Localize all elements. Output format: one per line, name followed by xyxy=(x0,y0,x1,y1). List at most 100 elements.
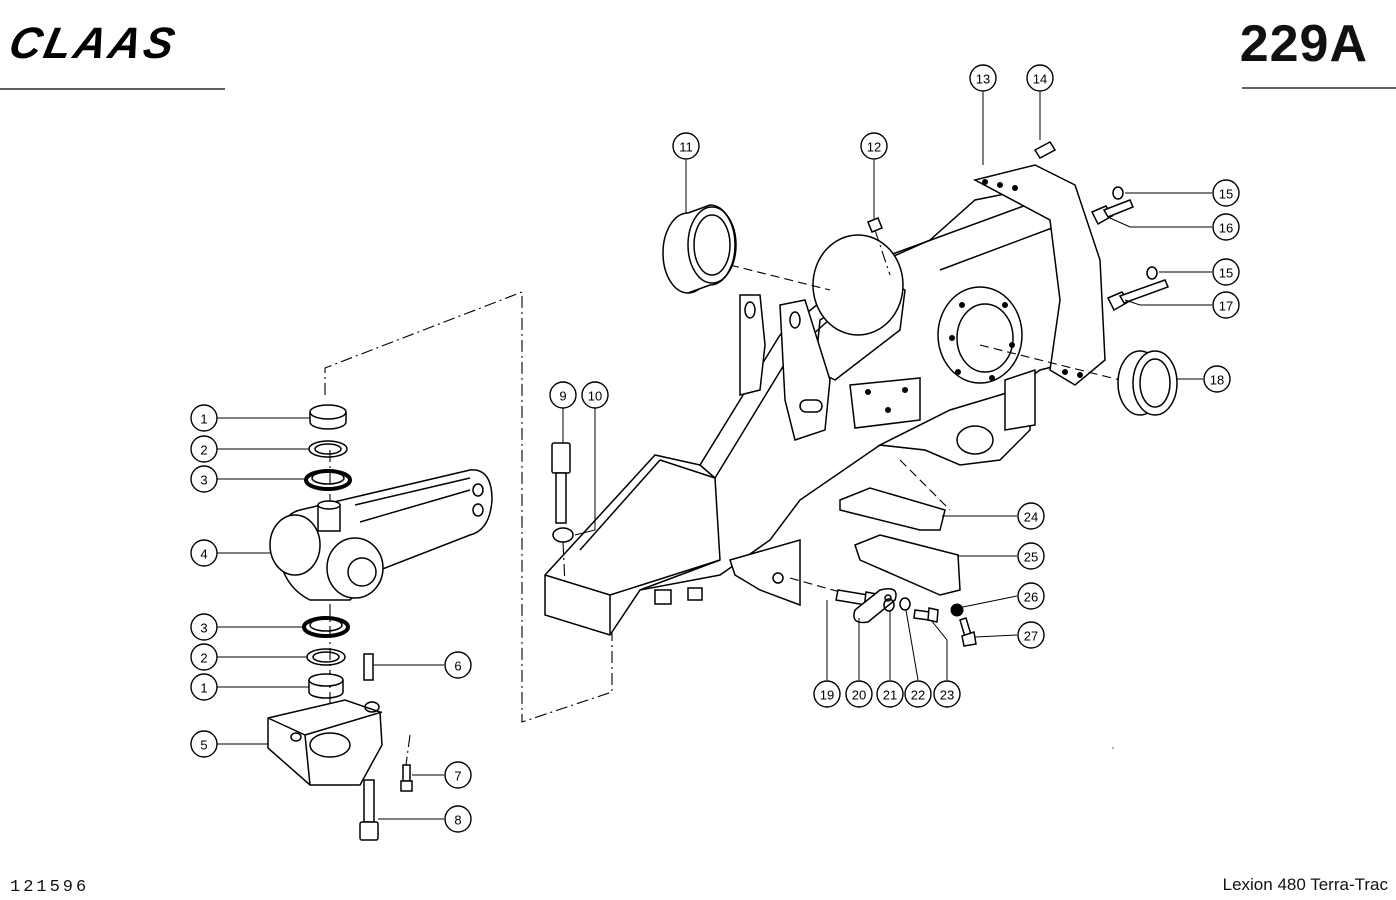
callout-22: 22 xyxy=(904,680,932,708)
callout-number: 13 xyxy=(976,72,990,87)
assembly-guide-line xyxy=(324,291,613,723)
leader-lines xyxy=(217,92,1212,820)
callout-number: 27 xyxy=(1024,629,1038,644)
callout-23: 23 xyxy=(933,680,961,708)
callout-number: 1 xyxy=(200,412,207,427)
callout-number: 17 xyxy=(1219,299,1233,314)
callout-14: 14 xyxy=(1026,64,1054,92)
callout-number: 11 xyxy=(679,140,693,155)
nut-part xyxy=(950,603,964,617)
drawing-code: 121596 xyxy=(10,878,90,897)
hex-bolt-long-part xyxy=(1106,279,1170,312)
seal-ring-lower-part xyxy=(302,616,350,638)
callout-number: 18 xyxy=(1210,373,1224,388)
swivel-knuckle-part xyxy=(269,469,493,601)
callout-16: 16 xyxy=(1212,213,1240,241)
callout-number: 1 xyxy=(200,681,207,696)
callout-number: 3 xyxy=(200,473,207,488)
seal-ring-part xyxy=(304,469,352,491)
callout-26: 26 xyxy=(1017,582,1045,610)
callout-number: 15 xyxy=(1219,266,1233,281)
bearing-ring-part xyxy=(1117,350,1178,416)
callout-13: 13 xyxy=(969,64,997,92)
callout-number: 24 xyxy=(1024,510,1038,525)
guide-line-frame-bolt xyxy=(562,541,566,586)
callout-9: 9 xyxy=(549,381,577,409)
callout-number: 7 xyxy=(454,769,461,784)
grease-nipple-part xyxy=(867,217,891,276)
callout-17: 17 xyxy=(1212,291,1240,319)
small-screw-part xyxy=(913,607,939,623)
callout-number: 9 xyxy=(559,389,566,404)
callout-number: 15 xyxy=(1219,187,1233,202)
frame-bolt-part xyxy=(551,442,571,524)
callout-5: 5 xyxy=(190,730,218,758)
callout-15: 15 xyxy=(1212,258,1240,286)
frame-washer-part xyxy=(552,527,574,543)
callout-number: 12 xyxy=(867,140,881,155)
callout-number: 14 xyxy=(1033,72,1047,87)
callout-6: 6 xyxy=(444,651,472,679)
guide-line-bush xyxy=(729,264,831,291)
lock-plate-part xyxy=(853,588,897,624)
cap-screw-small-part xyxy=(400,764,413,792)
callout-2: 2 xyxy=(190,643,218,671)
callout-4: 4 xyxy=(190,539,218,567)
thrust-washer-lower-part xyxy=(306,648,346,666)
callout-number: 5 xyxy=(200,738,207,753)
axle-frame-part xyxy=(544,164,1106,636)
bearing-block-part xyxy=(267,699,383,786)
callout-27: 27 xyxy=(1017,621,1045,649)
callout-number: 2 xyxy=(200,651,207,666)
model-name: Lexion 480 Terra-Trac xyxy=(1222,875,1388,894)
callout-number: 25 xyxy=(1024,550,1038,565)
callout-number: 10 xyxy=(588,389,602,404)
scan-speck xyxy=(1112,747,1114,749)
callout-18: 18 xyxy=(1203,365,1231,393)
callout-number: 20 xyxy=(852,688,866,703)
bushing-part xyxy=(309,404,347,430)
callout-19: 19 xyxy=(813,680,841,708)
callout-25: 25 xyxy=(1017,542,1045,570)
spring-washer-part xyxy=(883,598,895,612)
callout-3: 3 xyxy=(190,465,218,493)
page-number: 229A xyxy=(1239,15,1368,73)
washer-part xyxy=(1146,266,1158,280)
guide-line-bolt xyxy=(789,577,841,593)
hex-bolt-part xyxy=(1090,199,1134,226)
callout-11: 11 xyxy=(672,132,700,160)
callout-number: 22 xyxy=(911,688,925,703)
callout-1: 1 xyxy=(190,673,218,701)
callout-24: 24 xyxy=(1017,502,1045,530)
dowel-pin-part xyxy=(363,653,374,681)
callout-1: 1 xyxy=(190,404,218,432)
guide-line-ring xyxy=(979,344,1121,381)
callout-number: 4 xyxy=(200,547,207,562)
callout-2: 2 xyxy=(190,435,218,463)
callout-number: 2 xyxy=(200,443,207,458)
bushing-lower-part xyxy=(308,673,344,699)
callout-number: 16 xyxy=(1219,221,1233,236)
pin-part xyxy=(1033,141,1057,159)
rubber-pad-part xyxy=(854,534,961,596)
washer-part xyxy=(1112,186,1124,200)
flat-washer-part xyxy=(899,597,911,611)
callout-10: 10 xyxy=(581,381,609,409)
guide-line-screw xyxy=(405,734,411,766)
callout-number: 21 xyxy=(883,688,897,703)
callout-number: 3 xyxy=(200,621,207,636)
callout-7: 7 xyxy=(444,761,472,789)
callout-12: 12 xyxy=(860,132,888,160)
callout-8: 8 xyxy=(444,805,472,833)
callout-21: 21 xyxy=(876,680,904,708)
guide-line-pads xyxy=(899,459,951,511)
pad-screw-part xyxy=(959,617,977,647)
callout-number: 26 xyxy=(1024,590,1038,605)
callout-20: 20 xyxy=(845,680,873,708)
wear-pad-part xyxy=(839,487,946,531)
callout-number: 23 xyxy=(940,688,954,703)
callout-number: 19 xyxy=(820,688,834,703)
